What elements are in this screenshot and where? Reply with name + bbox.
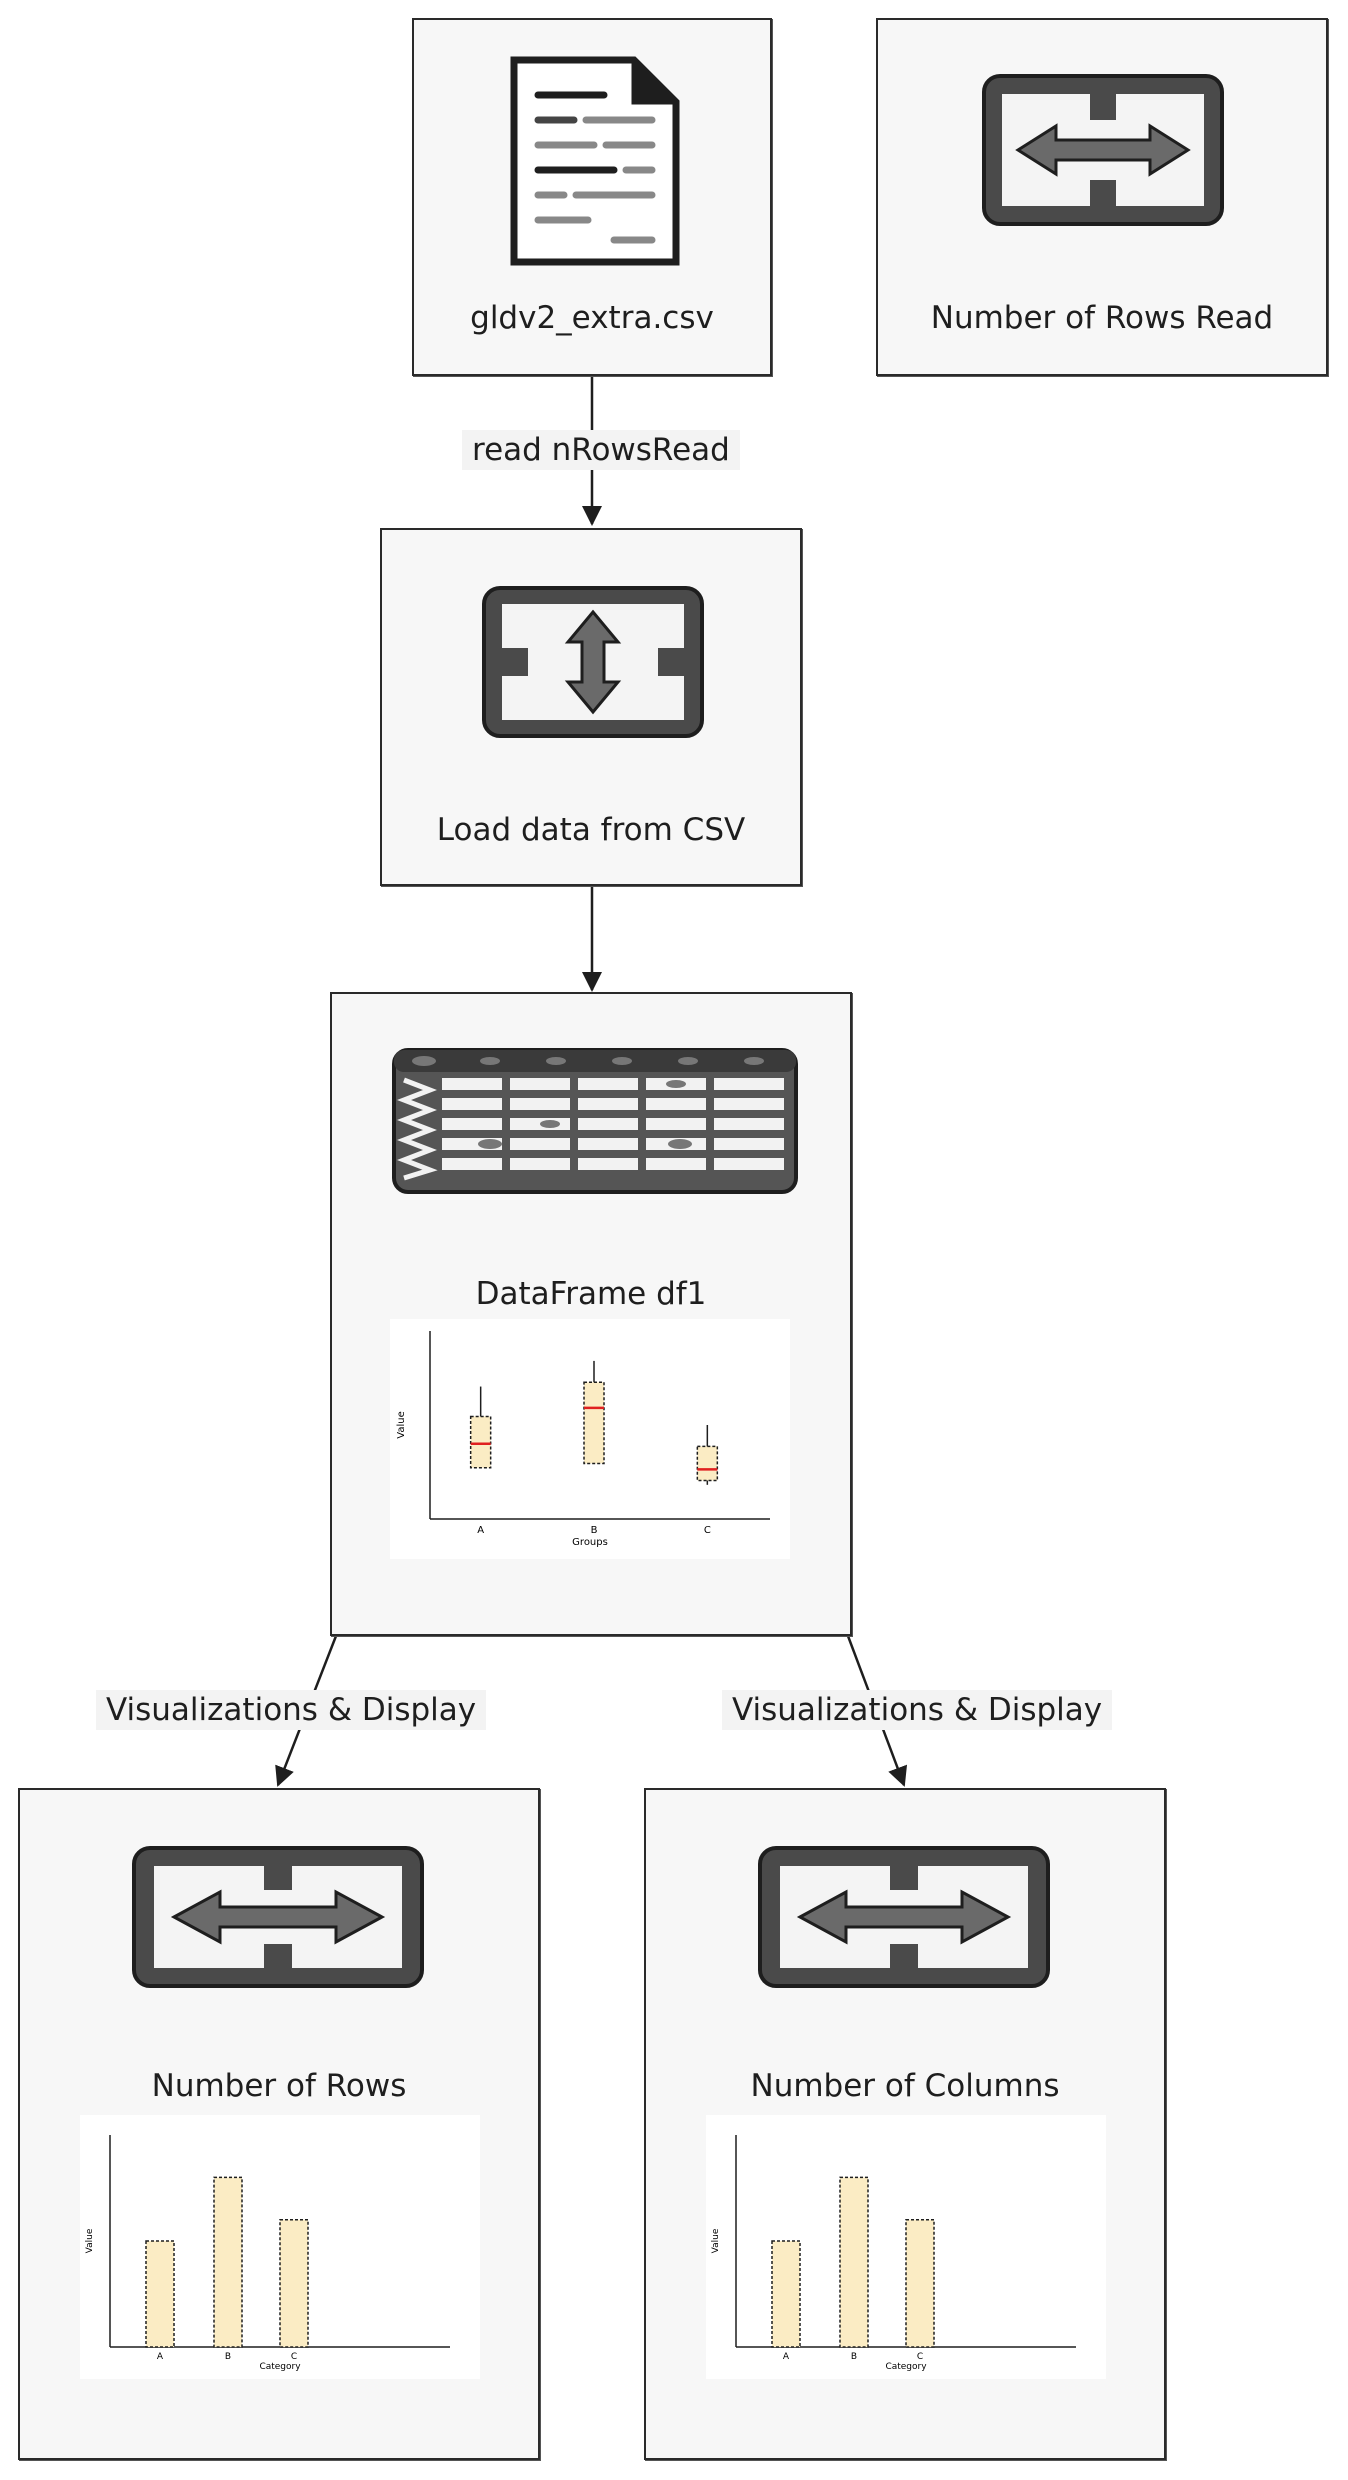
x-tick-label-A: A xyxy=(477,1525,484,1536)
bar-B xyxy=(839,2176,869,2348)
edge-label-read: read nRowsRead xyxy=(462,430,740,470)
node-label-num-rows: Number of Rows xyxy=(151,2068,407,2104)
y-axis-label: Value xyxy=(85,2228,95,2253)
x-axis-label: Groups xyxy=(572,1537,608,1548)
box-A xyxy=(469,1415,492,1469)
x-tick-label-A: A xyxy=(783,2352,790,2362)
vertical-transfer-icon xyxy=(482,586,704,738)
node-load[interactable]: Load data from CSV xyxy=(380,528,802,886)
node-rows-read[interactable]: Number of Rows Read xyxy=(876,18,1328,376)
x-tick-label-C: C xyxy=(917,2352,923,2362)
node-label-csv-file: gldv2_extra.csv xyxy=(470,300,714,336)
x-tick-label-C: C xyxy=(291,2352,297,2362)
bar-A xyxy=(771,2240,801,2348)
horizontal-transfer-icon xyxy=(758,1846,1050,1988)
horizontal-transfer-icon xyxy=(132,1846,424,1988)
x-axis-label: Category xyxy=(885,2362,927,2372)
x-axis-label: Category xyxy=(259,2362,301,2372)
x-tick-label-B: B xyxy=(591,1525,598,1536)
table-icon xyxy=(392,1048,798,1194)
y-axis-label: Value xyxy=(711,2228,721,2253)
node-label-num-cols: Number of Columns xyxy=(750,2068,1060,2104)
bar-C xyxy=(905,2219,935,2348)
x-tick-label-C: C xyxy=(704,1525,711,1536)
edge-label-viz-left: Visualizations & Display xyxy=(96,1690,487,1730)
node-label-dataframe: DataFrame df1 xyxy=(475,1276,707,1312)
document-icon xyxy=(510,56,680,266)
box-C xyxy=(696,1445,719,1482)
y-axis-label: Value xyxy=(396,1411,407,1438)
node-label-load: Load data from CSV xyxy=(436,812,746,848)
box-B xyxy=(583,1381,605,1465)
node-csv-file[interactable]: gldv2_extra.csv xyxy=(412,18,772,376)
bar-B xyxy=(213,2176,243,2348)
x-tick-label-B: B xyxy=(851,2352,857,2362)
bar-C xyxy=(279,2219,309,2348)
x-tick-label-B: B xyxy=(225,2352,231,2362)
node-label-rows-read: Number of Rows Read xyxy=(930,300,1274,336)
bar-A xyxy=(145,2240,175,2348)
x-tick-label-A: A xyxy=(157,2352,164,2362)
horizontal-transfer-icon xyxy=(982,74,1224,226)
edge-label-viz-right: Visualizations & Display xyxy=(722,1690,1113,1730)
